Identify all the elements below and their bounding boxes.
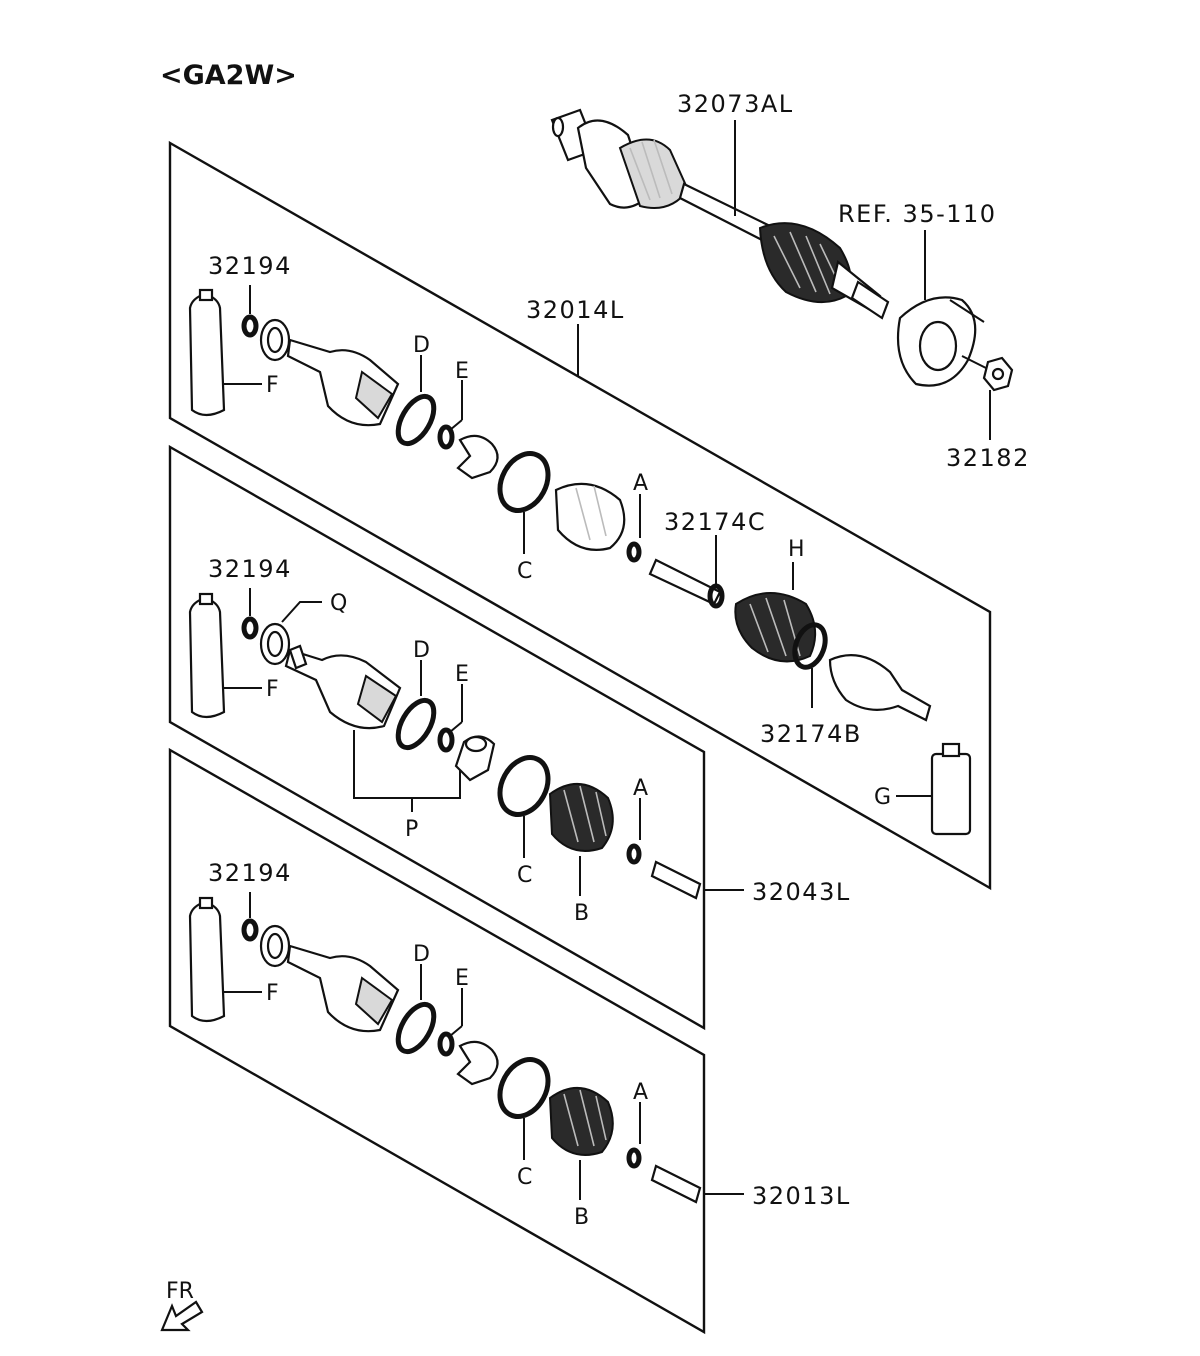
label-band-large: 32174B xyxy=(760,720,862,748)
label-snap-ring-3: 32194 xyxy=(208,859,292,887)
letter-h: H xyxy=(788,537,805,562)
letter-f-1: F xyxy=(266,373,279,398)
kit-32043l: F 32194 Q D E P C B A xyxy=(188,555,851,926)
label-snap-ring-2: 32194 xyxy=(208,555,292,583)
label-hub-ref: REF. 35-110 xyxy=(838,200,997,228)
letter-g: G xyxy=(874,785,891,810)
letter-e-2: E xyxy=(455,662,469,687)
letter-f-2: F xyxy=(266,677,279,702)
letter-d-1: D xyxy=(413,333,430,358)
label-band-small: 32174C xyxy=(664,508,766,536)
hub-reference: REF. 35-110 xyxy=(838,200,997,387)
letter-q: Q xyxy=(330,591,347,616)
kit-32013l: F 32194 D E C B A 32013L xyxy=(188,859,851,1230)
kit-32014l: 32014L F 32194 D E C xyxy=(188,252,972,836)
letter-b-2: B xyxy=(574,1205,589,1230)
panel-32043l xyxy=(168,444,706,1031)
diagram-title: <GA2W> xyxy=(160,60,297,91)
letter-d-2: D xyxy=(413,638,430,663)
letter-a-3: A xyxy=(633,1080,648,1105)
letter-e-3: E xyxy=(455,966,469,991)
letter-a-1: A xyxy=(633,471,648,496)
hub-nut: 32182 xyxy=(946,356,1030,472)
label-driveshaft-assy: 32073AL xyxy=(677,90,794,118)
letter-f-3: F xyxy=(266,981,279,1006)
arrow-down-left-icon xyxy=(160,1300,204,1332)
front-direction-marker: FR xyxy=(160,1279,204,1332)
letter-p: P xyxy=(405,817,418,842)
letter-a-2: A xyxy=(633,776,648,801)
driveshaft-assembly: 32073AL xyxy=(550,90,890,320)
label-kit-inner-b: 32013L xyxy=(752,1182,851,1210)
label-hub-nut: 32182 xyxy=(946,444,1030,472)
label-kit-inner-a: 32043L xyxy=(752,878,851,906)
label-kit-outer: 32014L xyxy=(526,296,625,324)
letter-c-1: C xyxy=(517,559,532,584)
label-snap-ring-1: 32194 xyxy=(208,252,292,280)
front-marker-label: FR xyxy=(166,1279,194,1304)
letter-b-1: B xyxy=(574,901,589,926)
letter-e-1: E xyxy=(455,359,469,384)
letter-c-2: C xyxy=(517,863,532,888)
letter-d-3: D xyxy=(413,942,430,967)
panel-32013l xyxy=(168,747,706,1335)
letter-c-3: C xyxy=(517,1165,532,1190)
